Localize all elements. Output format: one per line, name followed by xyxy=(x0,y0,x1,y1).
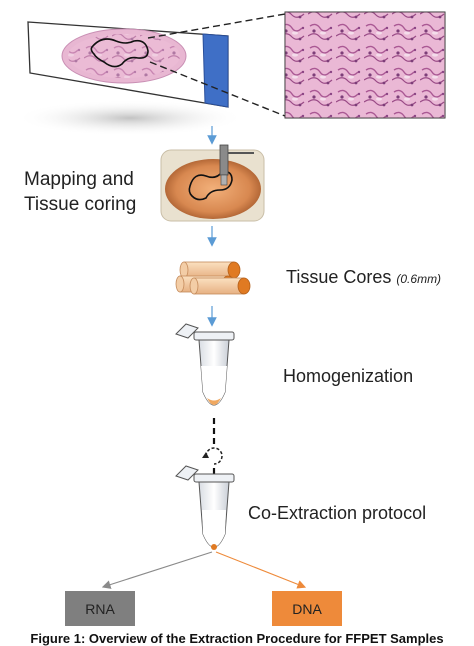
tissue-core-top xyxy=(179,261,241,279)
co-extraction-tube xyxy=(175,465,235,550)
incubation-cycle-icon xyxy=(202,447,223,465)
dna-arrow xyxy=(215,551,307,589)
tissue-cores-size: (0.6mm) xyxy=(396,272,442,286)
step-label-co-extraction: Co-Extraction protocol xyxy=(248,503,427,523)
glass-slide xyxy=(15,21,245,136)
tissue-cores xyxy=(175,261,251,295)
tumor-region-outline xyxy=(90,38,149,68)
tissue-core-bottom-right xyxy=(189,277,251,295)
step-label-homogenization: Homogenization xyxy=(283,366,414,386)
step-label-tissue-cores: Tissue Cores (0.6mm) xyxy=(286,267,441,288)
homogenization-tube xyxy=(175,323,235,406)
zoom-line-bottom xyxy=(149,61,286,117)
dna-output-box: DNA xyxy=(272,591,342,626)
tissue-cores-label: Tissue Cores xyxy=(286,267,392,287)
figure-caption: Figure 1: Overview of the Extraction Pro… xyxy=(30,631,444,646)
slide-label-area xyxy=(202,33,229,108)
tissue-texture xyxy=(68,34,180,78)
rna-output-box: RNA xyxy=(65,591,135,626)
coring-needle xyxy=(219,144,254,186)
slide-shadow xyxy=(15,100,245,136)
mapping-label-line2: Tissue coring xyxy=(24,194,137,215)
step-label-mapping: Mapping and Tissue coring xyxy=(24,167,136,217)
mapping-label-line1: Mapping and xyxy=(24,169,134,190)
histology-zoom xyxy=(284,11,446,119)
dna-label: DNA xyxy=(292,600,322,617)
rna-arrow xyxy=(101,551,213,589)
rna-label: RNA xyxy=(85,600,115,617)
block-tumor-outline xyxy=(188,170,233,201)
paraffin-block xyxy=(160,149,265,222)
zoom-line-top xyxy=(147,13,286,39)
